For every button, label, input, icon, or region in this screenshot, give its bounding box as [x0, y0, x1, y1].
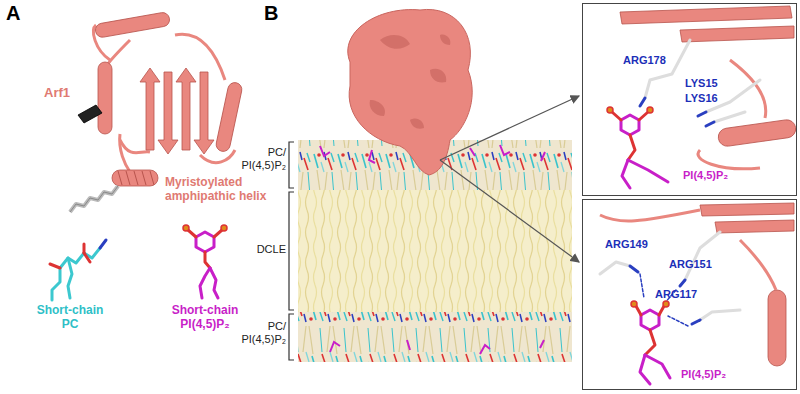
layer-bracket — [289, 142, 294, 360]
myristoyl-chain — [70, 186, 118, 212]
layer-label: PC/ PI(4,5)P₂ — [230, 146, 286, 171]
inset-ribbon — [620, 6, 797, 169]
inset-sidechains — [640, 40, 760, 126]
pip2-molecule — [183, 225, 227, 298]
arf1-ribbon — [78, 12, 243, 186]
inset-pip2 — [631, 301, 670, 384]
lipid-label: PI(4,5)P₂ — [683, 169, 728, 182]
protein-name: Arf1 — [44, 86, 70, 101]
layer-label: PC/ PI(4,5)P₂ — [230, 320, 286, 345]
residue-label: ARG149 — [605, 238, 648, 251]
panel-letter: B — [264, 2, 278, 25]
residue-label: ARG151 — [669, 258, 712, 271]
inset-panel: ARG178LYS15LYS16PI(4,5)P₂ — [582, 3, 797, 196]
lipid-label: Short-chain PI(4,5)P₂ — [150, 304, 260, 332]
helix-label: Myristoylated amphipathic helix — [165, 176, 283, 204]
leader-arrow — [440, 160, 579, 262]
inset-sidechains — [600, 232, 740, 326]
membrane-slab — [298, 140, 572, 362]
pc-molecule — [50, 240, 106, 300]
myristoyl-chain-edge — [70, 186, 118, 212]
layer-label: DCLE — [244, 243, 286, 256]
leader-arrow — [440, 96, 579, 160]
inset-ribbon — [600, 203, 794, 366]
panel-letter: A — [6, 2, 20, 25]
lipid-label: Short-chain PC — [28, 304, 112, 332]
residue-label: ARG117 — [655, 288, 697, 301]
residue-label: ARG178 — [623, 54, 666, 67]
inset-panel: ARG149ARG151ARG117PI(4,5)P₂ — [582, 199, 797, 390]
inset-pip2 — [607, 107, 668, 188]
lipid-label: PI(4,5)P₂ — [681, 368, 726, 381]
arf1-surface — [348, 9, 472, 175]
residue-label: LYS15 — [685, 77, 718, 90]
residue-label: LYS16 — [685, 92, 718, 105]
